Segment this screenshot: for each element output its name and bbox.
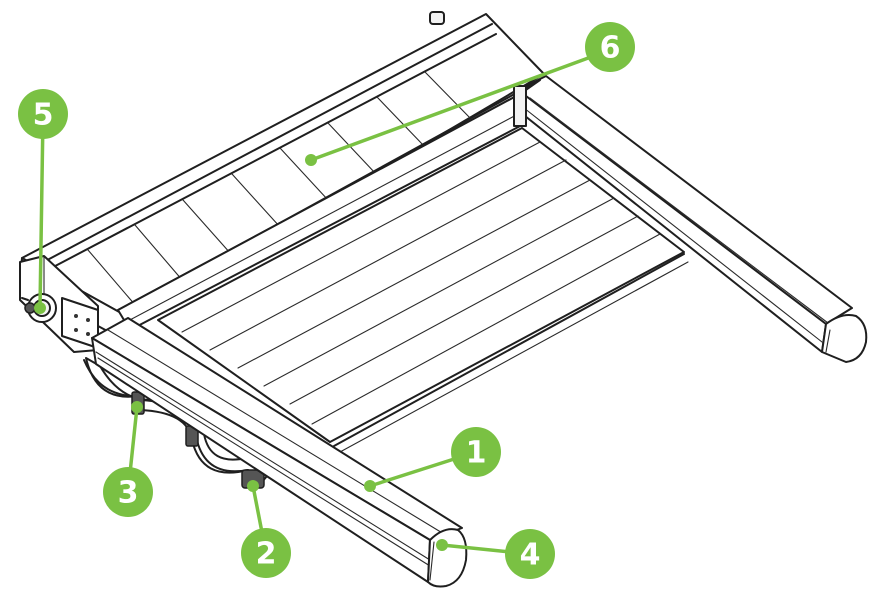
- callout-label-6: 6: [600, 31, 621, 66]
- rail-end-cap: [427, 528, 468, 588]
- callout-label-4: 4: [520, 538, 541, 573]
- badge-5: [18, 89, 68, 139]
- callout-label-1: 1: [466, 436, 487, 471]
- callout-3: 3: [103, 401, 153, 517]
- callout-4: 4: [436, 529, 555, 579]
- badge-6: [585, 22, 635, 72]
- callout-2: 2: [241, 480, 291, 578]
- badge-2: [241, 528, 291, 578]
- badge-4: [505, 529, 555, 579]
- badge-1: [451, 427, 501, 477]
- right-guide-rail: [517, 75, 868, 363]
- fabric-slats: [157, 127, 689, 453]
- callout-1: 1: [364, 427, 501, 492]
- callout-label-2: 2: [256, 537, 277, 572]
- badge-3: [103, 467, 153, 517]
- callout-label-5: 5: [33, 98, 54, 133]
- callout-5: 5: [18, 89, 68, 314]
- callout-6: 6: [305, 22, 635, 166]
- callout-label-3: 3: [118, 476, 139, 511]
